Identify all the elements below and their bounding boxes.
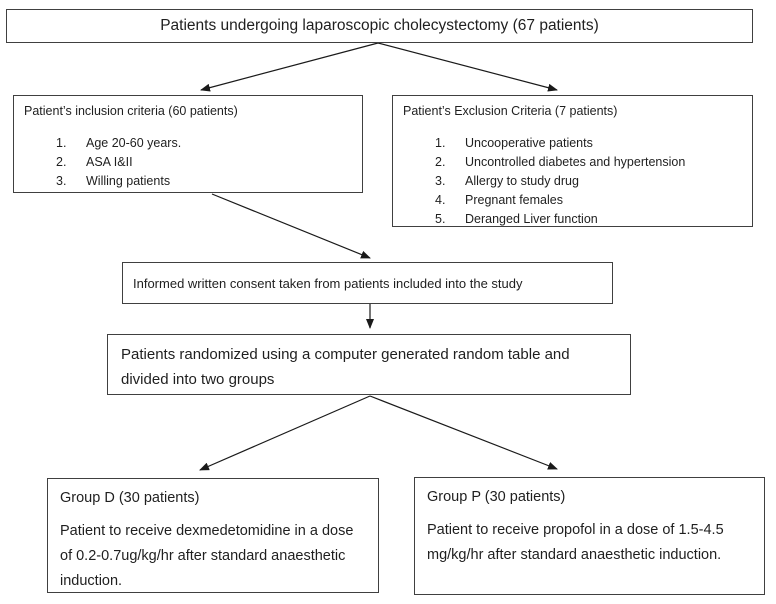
group-p-body: Patient to receive propofol in a dose of… [427,522,724,563]
list-item-number: 2. [56,155,67,169]
list-item-text: ASA I&II [86,155,133,169]
list-item-number: 1. [435,136,446,150]
list-item-text: Deranged Liver function [465,212,598,226]
inclusion-criteria-box: Patient’s inclusion criteria (60 patient… [13,95,363,193]
arrow-top-to-inclusion [200,42,379,92]
list-item-number: 1. [56,136,67,150]
consent-text: Informed written consent taken from pati… [133,275,523,291]
list-item: 3. Willing patients [56,172,352,191]
list-item-text: Pregnant females [465,193,563,207]
list-item-text: Willing patients [86,174,171,188]
list-item-text: Uncooperative patients [465,136,593,150]
randomization-box: Patients randomized using a computer gen… [107,334,631,395]
title-box: Patients undergoing laparoscopic cholecy… [6,9,753,43]
list-item: 5. Deranged Liver function [435,210,742,229]
exclusion-criteria-box: Patient’s Exclusion Criteria (7 patients… [392,95,753,227]
group-d-box: Group D (30 patients) Patient to receive… [47,478,379,593]
inclusion-heading: Patient’s inclusion criteria (60 patient… [24,104,238,118]
list-item: 1. Age 20-60 years. [56,134,352,153]
list-item: 2. ASA I&II [56,153,352,172]
group-p-heading: Group P (30 patients) [427,489,566,505]
list-item: 1. Uncooperative patients [435,134,742,153]
list-item-number: 3. [435,174,446,188]
list-item: 4. Pregnant females [435,191,742,210]
arrow-top-to-exclusion [377,42,558,92]
inclusion-list: 1. Age 20-60 years. 2. ASA I&II 3. Willi… [56,134,352,191]
consent-box: Informed written consent taken from pati… [122,262,613,304]
arrow-inclusion-to-consent [211,193,371,259]
exclusion-heading: Patient’s Exclusion Criteria (7 patients… [403,104,618,118]
arrow-randomization-to-group-p [369,395,558,470]
group-p-box: Group P (30 patients) Patient to receive… [414,477,765,595]
exclusion-list: 1. Uncooperative patients 2. Uncontrolle… [435,134,742,229]
list-item: 3. Allergy to study drug [435,172,742,191]
randomization-text: Patients randomized using a computer gen… [121,346,570,388]
list-item: 2. Uncontrolled diabetes and hypertensio… [435,153,742,172]
group-d-body: Patient to receive dexmedetomidine in a … [60,523,354,589]
list-item-number: 3. [56,174,67,188]
group-d-heading: Group D (30 patients) [60,490,200,506]
list-item-number: 4. [435,193,446,207]
list-item-number: 2. [435,155,446,169]
arrow-randomization-to-group-d [199,395,371,471]
title-text: Patients undergoing laparoscopic cholecy… [160,17,599,34]
list-item-number: 5. [435,212,446,226]
list-item-text: Uncontrolled diabetes and hypertension [465,155,686,169]
list-item-text: Age 20-60 years. [86,136,182,150]
list-item-text: Allergy to study drug [465,174,579,188]
